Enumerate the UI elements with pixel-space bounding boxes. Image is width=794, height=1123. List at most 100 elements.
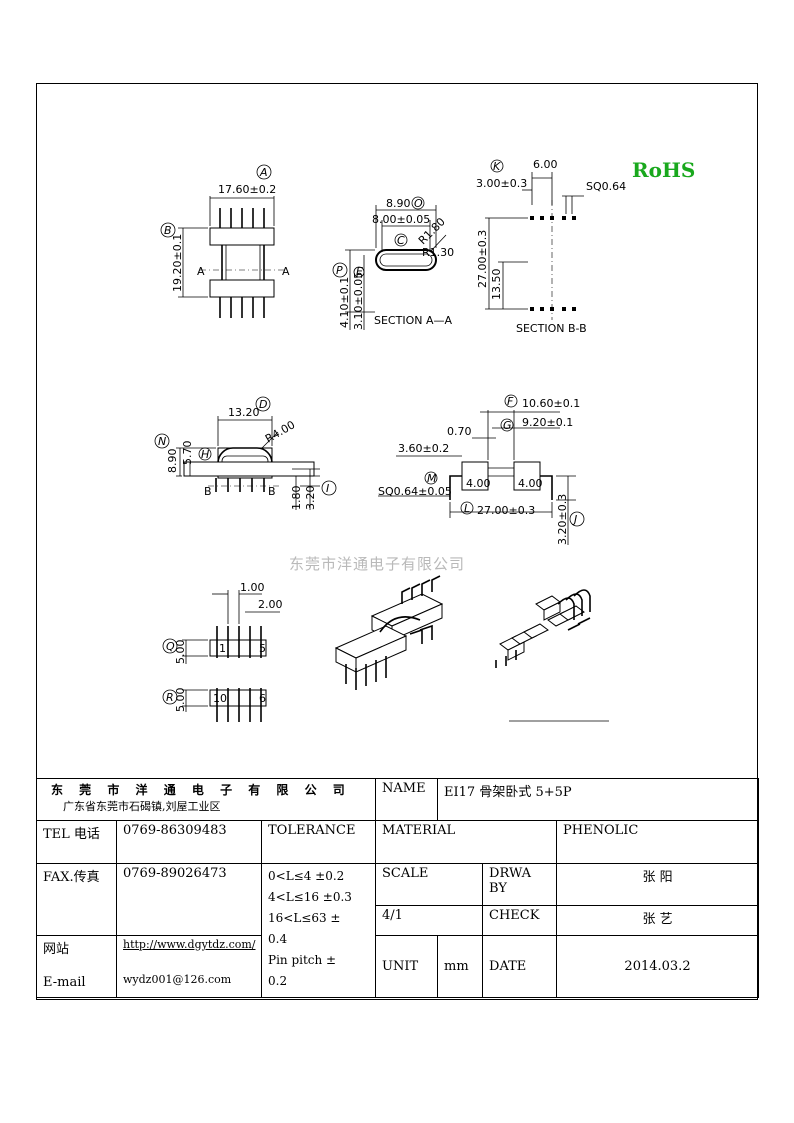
name-label: NAME [375, 778, 439, 821]
web-email-labels: 网站 E-mail [36, 935, 117, 998]
material-value: PHENOLIC [556, 820, 760, 864]
side-view: 4.00 4.00 10.60±0.1 9.20±0.1 F G 0.70 3.… [378, 394, 585, 545]
check-label: CHECK [482, 905, 558, 936]
side-pad-right: 4.00 [518, 477, 543, 490]
bubble-r: R [166, 691, 174, 704]
front-height-dim: 19.20±0.1 [171, 234, 184, 292]
section-aa-r2: R1.30 [422, 246, 454, 259]
email-label: E-mail [43, 975, 86, 990]
bubble-a: A [259, 166, 268, 179]
side-span: 27.00±0.3 [477, 504, 535, 517]
tolerance-line: 16<L≤63 ± [268, 911, 341, 925]
pin-10-label: 10 [213, 692, 227, 705]
bubble-c: C [397, 234, 405, 247]
bottom-dim-b: 2.00 [258, 598, 283, 611]
drawn-label: DRWA BY [482, 863, 558, 906]
section-aa-inner-dim: 8.00±0.05 [372, 213, 430, 226]
front-view: 17.60±0.2 A 19.20±0.1 B A A [160, 164, 290, 318]
side-dim-sq: SQ0.64±0.05 [378, 485, 452, 498]
top-radius: R4.00 [263, 418, 297, 445]
web-email-values: http://www.dgytdz.com/ wydz001@126.com [116, 935, 262, 998]
bubble-b: B [164, 224, 172, 237]
name-value: EI17 骨架卧式 5+5P [437, 778, 760, 821]
bubble-j: J [572, 513, 577, 526]
scale-label: SCALE [375, 863, 484, 906]
pin-1-label: 1 [219, 642, 226, 655]
bubble-i: I [326, 482, 329, 495]
tel-value: 0769-86309483 [116, 820, 262, 864]
section-bb-title: SECTION B-B [516, 322, 587, 335]
company-cell: 东 莞 市 洋 通 电 子 有 限 公 司 广东省东莞市石碣镇,刘屋工业区 [35, 778, 377, 821]
bubble-l: L [464, 502, 470, 515]
check-value: 张 艺 [556, 905, 760, 936]
bubble-k: K [493, 160, 501, 173]
section-aa-h2: 3.10±0.05 [352, 272, 365, 330]
scale-value: 4/1 [375, 905, 484, 936]
front-width-dim: 17.60±0.2 [218, 183, 276, 196]
email-value: wydz001@126.com [123, 973, 232, 986]
section-bb-pitch-dim: 3.00±0.3 [476, 177, 527, 190]
top-p2: 3.20 [304, 486, 317, 511]
drawn-value: 张 阳 [556, 863, 760, 906]
side-dim-d: 3.60±0.2 [398, 442, 449, 455]
isometric-view-2 [495, 589, 591, 668]
bubble-o: O [414, 197, 423, 210]
technical-drawing: 17.60±0.2 A 19.20±0.1 B A A 8.90 8.00±0.… [154, 158, 626, 722]
side-dim-b: 9.20±0.1 [522, 416, 573, 429]
web-label: 网站 [43, 942, 70, 957]
side-dim-c: 0.70 [447, 425, 472, 438]
section-aa-title: SECTION A—A [374, 314, 452, 327]
top-width-dim: 13.20 [228, 406, 260, 419]
fax-value: 0769-89026473 [116, 863, 262, 936]
bubble-n: N [158, 435, 166, 448]
tolerance-line: 4<L≤16 ±0.3 [268, 890, 352, 904]
fax-label: FAX.传真 [36, 863, 117, 936]
side-height: 3.20±0.3 [556, 494, 569, 545]
cut-b-left: B [204, 485, 212, 498]
bottom-view: 1 5 10 6 1.00 2.00 5.00 5.00 Q R [162, 581, 283, 722]
section-a-a: 8.90 8.00±0.05 O C R1.80 R1.30 4.10±0.1 … [332, 196, 454, 330]
bubble-f: F [507, 395, 514, 408]
bubble-h: H [201, 448, 209, 461]
unit-label: UNIT [375, 935, 439, 998]
bottom-dim-a: 1.00 [240, 581, 265, 594]
website-link[interactable]: http://www.dgytdz.com/ [123, 938, 256, 951]
tolerance-values: 0<L≤4 ±0.2 4<L≤16 ±0.3 16<L≤63 ± 0.4 Pin… [260, 863, 377, 998]
section-b-b: 6.00 3.00±0.3 K SQ0.64 27.00±0.3 13.50 S… [476, 158, 626, 335]
bubble-g: G [503, 419, 512, 432]
company-watermark: 东莞市洋通电子有限公司 [289, 555, 466, 573]
cut-a-left: A [197, 265, 205, 278]
side-pad-left: 4.00 [466, 477, 491, 490]
section-bb-height: 27.00±0.3 [476, 230, 489, 288]
section-bb-sq: SQ0.64 [586, 180, 626, 193]
pin-6-label: 6 [259, 692, 266, 705]
unit-value: mm [437, 935, 484, 998]
company-address: 广东省东莞市石碣镇,刘屋工业区 [63, 800, 221, 813]
section-bb-half: 13.50 [490, 269, 503, 301]
drawing-sheet-border [36, 83, 758, 1000]
top-h1: 8.90 [166, 449, 179, 474]
cut-a-right: A [282, 265, 290, 278]
section-aa-h1: 4.10±0.1 [338, 277, 351, 328]
bottom-h2: 5.00 [174, 688, 187, 713]
isometric-view-1 [334, 575, 444, 690]
section-bb-top-dim: 6.00 [533, 158, 558, 171]
company-name: 东 莞 市 洋 通 电 子 有 限 公 司 [51, 783, 351, 797]
rohs-label: RoHS [632, 158, 696, 182]
material-label: MATERIAL [375, 820, 558, 864]
top-h2: 5.70 [181, 441, 194, 466]
date-value: 2014.03.2 [556, 935, 760, 998]
tolerance-line: Pin pitch ± [268, 953, 337, 967]
bubble-m: M [427, 472, 437, 485]
top-view: 13.20 D R4.00 8.90 5.70 N H 1.80 3.20 I … [154, 396, 337, 511]
section-aa-outer-dim: 8.90 [386, 197, 411, 210]
bubble-q: Q [166, 640, 175, 653]
top-p1: 1.80 [290, 486, 303, 511]
tolerance-label: TOLERANCE [260, 820, 377, 864]
pin-5-label: 5 [259, 642, 266, 655]
bubble-e: E [356, 265, 363, 278]
tel-label: TEL 电话 [36, 820, 117, 864]
title-block: 东 莞 市 洋 通 电 子 有 限 公 司 广东省东莞市石碣镇,刘屋工业区 NA… [35, 778, 760, 998]
date-label: DATE [482, 935, 558, 998]
tolerance-line: 0.4 [268, 932, 288, 946]
